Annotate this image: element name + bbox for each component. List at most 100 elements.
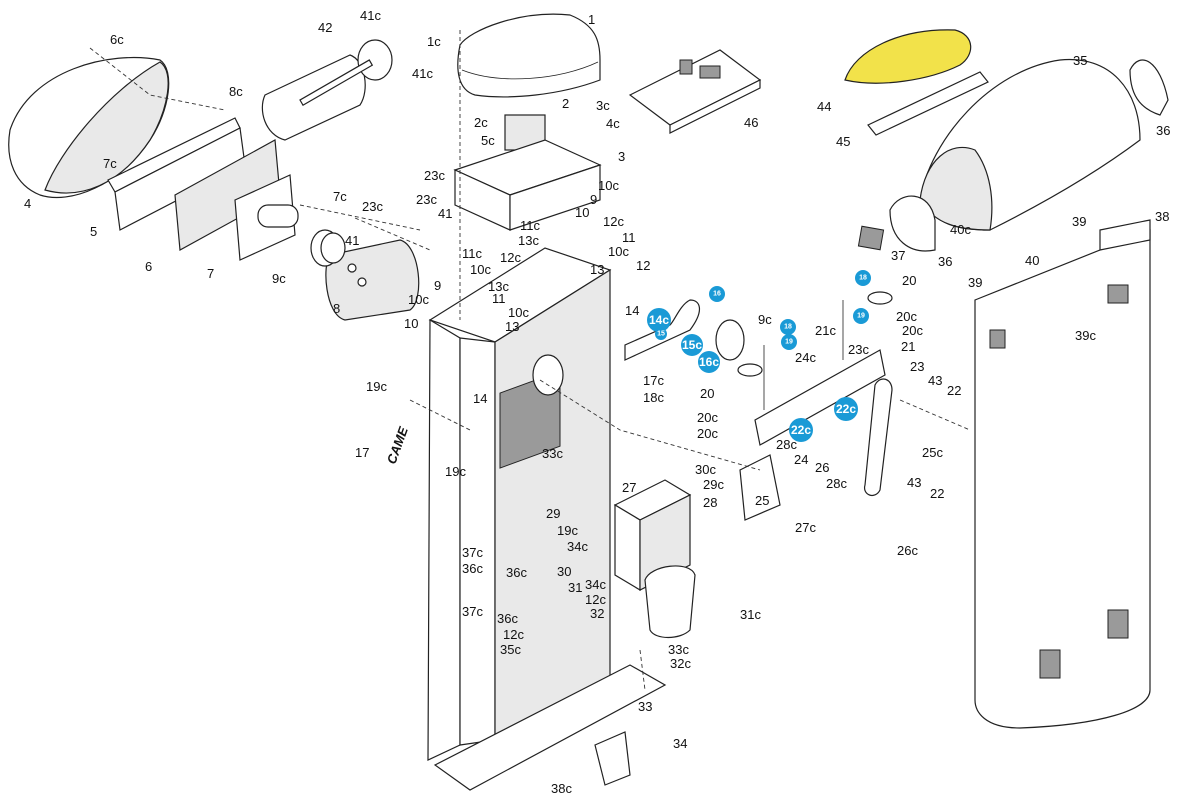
badge-label: 16	[713, 291, 721, 298]
part-badge: 22c	[834, 397, 858, 421]
part-label: 39	[968, 275, 982, 290]
part-label: 9	[590, 192, 597, 207]
part-badge: 16	[709, 286, 725, 302]
part-36-end-cap	[1129, 59, 1169, 116]
part-label: 10c	[598, 178, 619, 193]
part-label: 9c	[272, 271, 286, 286]
part-label: 29	[546, 506, 560, 521]
badge-circle	[698, 351, 720, 373]
part-label: 39c	[1075, 328, 1096, 343]
part-label: 8c	[229, 84, 243, 99]
part-label: 27	[622, 480, 636, 495]
part-label: 41c	[360, 8, 381, 23]
part-label: 10c	[408, 292, 429, 307]
part-23-lever	[863, 378, 893, 497]
part-badge: 14c	[647, 308, 671, 332]
part-label: 35c	[500, 642, 521, 657]
part-20-stop-upper	[867, 291, 893, 305]
part-label: 12c	[585, 592, 606, 607]
badge-circle	[709, 286, 725, 302]
part-label: 45	[836, 134, 850, 149]
part-label: 32	[590, 606, 604, 621]
badge-circle	[855, 270, 871, 286]
part-label: 10c	[470, 262, 491, 277]
part-label: 33	[638, 699, 652, 714]
part-label: 32c	[670, 656, 691, 671]
part-20-stop	[737, 363, 763, 377]
part-21-plate	[754, 349, 886, 446]
part-label: 30	[557, 564, 571, 579]
part-label: 33c	[542, 446, 563, 461]
badge-label: 19	[857, 313, 865, 320]
part-label: 11c	[462, 246, 482, 261]
part-label: 37c	[462, 545, 483, 560]
part-label: 43	[907, 475, 921, 490]
part-label: 13c	[488, 279, 509, 294]
part-label: 38	[1155, 209, 1169, 224]
part-label: 23c	[416, 192, 437, 207]
part-label: 42	[318, 20, 332, 35]
part-label: 10c	[508, 305, 529, 320]
badge-circle	[681, 334, 703, 356]
badge-label: 22c	[836, 402, 856, 416]
part-label: 18c	[643, 390, 664, 405]
part-badge: 16c	[698, 351, 720, 373]
badge-circle	[834, 397, 858, 421]
badge-circle	[655, 328, 667, 340]
part-9c-bearing-left	[320, 232, 346, 264]
badge-circle	[789, 418, 813, 442]
part-label: 20c	[896, 309, 917, 324]
part-badge: 15	[655, 328, 667, 340]
part-9c-bearing	[715, 319, 745, 361]
part-label: 8	[333, 301, 340, 316]
part-44-light-cover	[844, 29, 972, 84]
part-label: 3c	[596, 98, 610, 113]
part-5-bracket	[107, 117, 246, 231]
part-label: 7c	[333, 189, 347, 204]
badge-circle	[647, 308, 671, 332]
part-46-circuit-board	[628, 49, 762, 134]
part-label: 38c	[551, 781, 572, 796]
part-label: 6	[145, 259, 152, 274]
part-45-light-strip	[867, 71, 989, 136]
part-label: 34	[673, 736, 687, 751]
part-column-body: CAME	[384, 247, 612, 761]
part-label: 10c	[608, 244, 629, 259]
part-label: 28	[703, 495, 717, 510]
part-3-control-box	[453, 139, 602, 231]
part-label: 14	[625, 303, 639, 318]
part-28-gearmotor	[613, 479, 696, 639]
part-label: 7c	[103, 156, 117, 171]
part-label: 23	[910, 359, 924, 374]
part-label: 44	[817, 99, 831, 114]
brand-logo: CAME	[384, 425, 411, 466]
part-label: 31c	[740, 607, 761, 622]
badge-circle	[780, 319, 796, 335]
part-label: 24c	[795, 350, 816, 365]
part-badge: 19	[781, 334, 797, 350]
part-label: 36	[938, 254, 952, 269]
part-label: 4	[24, 196, 31, 211]
part-label: 13	[590, 262, 604, 277]
badge-label: 19	[785, 339, 793, 346]
part-badge: 15c	[681, 334, 703, 356]
part-label: 12c	[603, 214, 624, 229]
part-label: 20c	[697, 410, 718, 425]
part-label: 33c	[668, 642, 689, 657]
part-label: 20	[902, 273, 916, 288]
part-label: 2c	[474, 115, 488, 130]
part-label: 19c	[366, 379, 387, 394]
part-label: 11c	[520, 218, 540, 233]
part-label: 26	[815, 460, 829, 475]
part-label: 19c	[557, 523, 578, 538]
part-4-side-cover	[8, 57, 170, 199]
badge-circle	[853, 308, 869, 324]
part-label: 19c	[445, 464, 466, 479]
part-label: 23c	[848, 342, 869, 357]
part-label: 34c	[585, 577, 606, 592]
part-label: 35	[1073, 53, 1087, 68]
badge-label: 15c	[682, 338, 702, 352]
part-label: 12	[636, 258, 650, 273]
